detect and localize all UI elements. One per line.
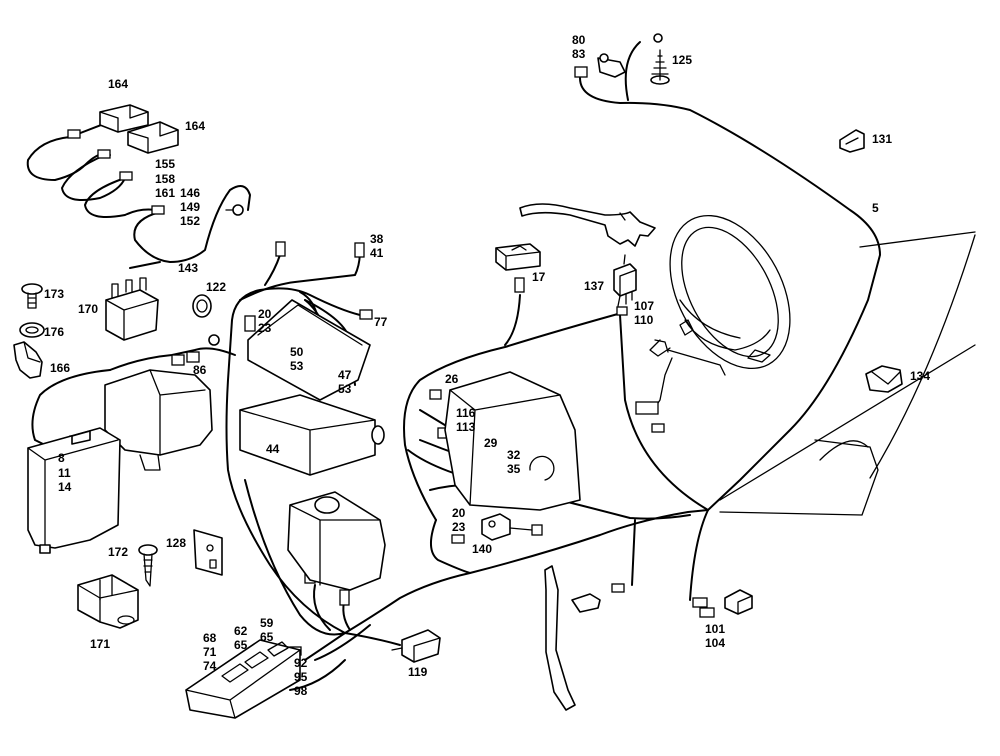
part-switch-17 bbox=[495, 243, 541, 271]
part-unit-26 bbox=[444, 371, 581, 511]
callout-166: 166 bbox=[50, 361, 70, 375]
callout-176: 176 bbox=[44, 325, 64, 339]
part-clip-131 bbox=[839, 129, 865, 153]
callout-74: 74 bbox=[203, 659, 217, 673]
callout-26: 26 bbox=[445, 372, 459, 386]
callout-143: 143 bbox=[178, 261, 198, 275]
callout-65b: 65 bbox=[234, 638, 248, 652]
part-fusebox-68-74 bbox=[185, 639, 301, 719]
callout-128: 128 bbox=[166, 536, 186, 550]
callout-172: 172 bbox=[108, 545, 128, 559]
callout-110: 110 bbox=[634, 313, 654, 327]
part-bracket-171 bbox=[77, 574, 139, 629]
part-relay-164b bbox=[127, 121, 179, 154]
callout-8: 8 bbox=[58, 451, 65, 465]
callout-29: 29 bbox=[484, 436, 498, 450]
callout-140: 140 bbox=[472, 542, 492, 556]
callout-77: 77 bbox=[374, 315, 388, 329]
callout-65a: 65 bbox=[260, 630, 274, 644]
callout-80: 80 bbox=[572, 33, 586, 47]
callout-137: 137 bbox=[584, 279, 604, 293]
callout-41: 41 bbox=[370, 246, 384, 260]
part-unit-center bbox=[287, 491, 386, 591]
callout-170: 170 bbox=[78, 302, 98, 316]
callout-44: 44 bbox=[266, 442, 280, 456]
part-controlbox-50-53 bbox=[247, 299, 371, 401]
callout-125: 125 bbox=[672, 53, 692, 67]
callout-134: 134 bbox=[910, 369, 930, 383]
callout-71: 71 bbox=[203, 645, 217, 659]
callout-95: 95 bbox=[294, 670, 308, 684]
callout-32: 32 bbox=[507, 448, 521, 462]
steering-column-switch bbox=[635, 339, 726, 415]
callout-17: 17 bbox=[532, 270, 546, 284]
callout-20a: 20 bbox=[258, 307, 272, 321]
callout-155: 155 bbox=[155, 157, 175, 171]
handbrake-lever bbox=[519, 203, 656, 247]
callout-98: 98 bbox=[294, 684, 308, 698]
part-screw-172 bbox=[138, 544, 158, 587]
callout-62: 62 bbox=[234, 624, 248, 638]
callout-158: 158 bbox=[155, 172, 175, 186]
callout-149: 149 bbox=[180, 200, 200, 214]
callout-20b: 20 bbox=[452, 506, 466, 520]
callout-53a: 53 bbox=[290, 359, 304, 373]
callout-86: 86 bbox=[193, 363, 207, 377]
callout-164a: 164 bbox=[108, 77, 128, 91]
part-ring-176 bbox=[19, 322, 45, 338]
callout-107: 107 bbox=[634, 299, 654, 313]
part-module-44 bbox=[239, 394, 385, 476]
callout-83: 83 bbox=[572, 47, 586, 61]
callout-131: 131 bbox=[872, 132, 892, 146]
callout-11: 11 bbox=[58, 466, 71, 480]
part-fuseblock-170 bbox=[105, 277, 159, 341]
callout-59: 59 bbox=[260, 616, 274, 630]
callout-14: 14 bbox=[58, 480, 72, 494]
part-relay-164a bbox=[99, 104, 149, 133]
callout-146: 146 bbox=[180, 186, 200, 200]
part-101-104 bbox=[724, 589, 753, 615]
callout-122: 122 bbox=[206, 280, 226, 294]
part-plate-128 bbox=[193, 529, 223, 576]
callout-35: 35 bbox=[507, 462, 521, 476]
connectors bbox=[67, 66, 715, 656]
callout-152: 152 bbox=[180, 214, 200, 228]
callout-164b: 164 bbox=[185, 119, 205, 133]
part-plug-119 bbox=[391, 629, 441, 663]
callout-116: 116 bbox=[456, 406, 476, 420]
part-screw-173 bbox=[21, 283, 43, 309]
part-cable-lower bbox=[544, 565, 601, 711]
callout-5: 5 bbox=[872, 201, 879, 215]
callout-161: 161 bbox=[155, 186, 175, 200]
callout-104: 104 bbox=[705, 636, 725, 650]
vehicle-body-outline bbox=[719, 231, 976, 516]
part-reservoir-8-11-14 bbox=[27, 427, 121, 554]
part-grommet-122 bbox=[192, 294, 212, 318]
part-125 bbox=[650, 33, 670, 85]
callout-53b: 53 bbox=[338, 382, 352, 396]
part-bracket-166 bbox=[13, 341, 43, 379]
callout-68: 68 bbox=[203, 631, 217, 645]
callout-labels: 80 83 125 164 164 131 155 158 161 146 14… bbox=[44, 33, 930, 698]
callout-171: 171 bbox=[90, 637, 110, 651]
callout-119: 119 bbox=[408, 665, 428, 679]
part-plug-80-83 bbox=[597, 53, 626, 78]
callout-173: 173 bbox=[44, 287, 64, 301]
callout-23b: 23 bbox=[452, 520, 466, 534]
callout-101: 101 bbox=[705, 622, 725, 636]
callout-23a: 23 bbox=[258, 321, 272, 335]
callout-47: 47 bbox=[338, 368, 352, 382]
callout-38: 38 bbox=[370, 232, 384, 246]
part-switch-137 bbox=[613, 254, 637, 307]
part-134 bbox=[865, 365, 903, 393]
part-socket-146 bbox=[225, 204, 244, 216]
part-sensor-140 bbox=[481, 513, 543, 541]
callout-50: 50 bbox=[290, 345, 304, 359]
callout-92: 92 bbox=[294, 656, 308, 670]
steering-wheel bbox=[669, 214, 791, 370]
callout-113: 113 bbox=[456, 420, 476, 434]
